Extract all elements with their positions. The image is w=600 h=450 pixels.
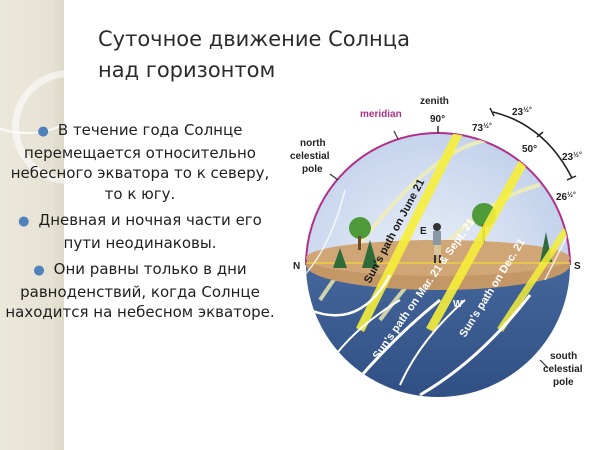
label-east: E <box>420 226 427 237</box>
label-23-half-a: 23½° <box>512 106 532 118</box>
label-south-pole-1: south <box>550 351 577 362</box>
label-23-half-b: 23½° <box>562 151 582 163</box>
bullet-dot-icon: ● <box>18 214 30 229</box>
label-meridian: meridian <box>360 109 402 120</box>
slide-sidebar-decoration <box>0 0 126 450</box>
label-west: W <box>453 299 463 310</box>
label-50: 50° <box>522 144 537 155</box>
sky-hemisphere <box>306 133 570 265</box>
label-south-pole-2: celestial <box>543 364 583 375</box>
label-north-pole-3: pole <box>302 164 323 175</box>
bullet-dot-icon: ● <box>33 263 45 278</box>
label-south: S <box>574 261 581 272</box>
label-north: N <box>293 261 300 272</box>
sun-path-dec-21 <box>497 228 569 332</box>
title-line-2: над горизонтом <box>98 58 276 82</box>
label-north-pole-1: north <box>300 138 326 149</box>
title-line-1: Суточное движение Солнца <box>98 27 410 51</box>
bullet-item: ●Они равны только в дни равноденствий, к… <box>5 260 275 321</box>
slide-title: Суточное движение Солнца над горизонтом <box>98 24 410 86</box>
bullet-item: ●В течение года Солнце перемещается отно… <box>10 121 270 203</box>
label-north-pole-2: celestial <box>290 151 330 162</box>
bullet-item: ●Дневная и ночная части его пути неодина… <box>18 211 262 252</box>
decorative-circle-small <box>12 70 126 184</box>
label-zenith: zenith <box>420 96 449 107</box>
bullet-dot-icon: ● <box>37 124 49 139</box>
label-south-pole-3: pole <box>553 377 574 388</box>
label-90: 90° <box>430 114 445 125</box>
observer-person-icon <box>433 223 441 263</box>
label-73-half: 73½° <box>472 122 492 134</box>
sun-path-equinox <box>426 147 534 333</box>
bullet-list: ●В течение года Солнце перемещается отно… <box>0 120 280 329</box>
label-26-half: 26½° <box>556 191 576 203</box>
